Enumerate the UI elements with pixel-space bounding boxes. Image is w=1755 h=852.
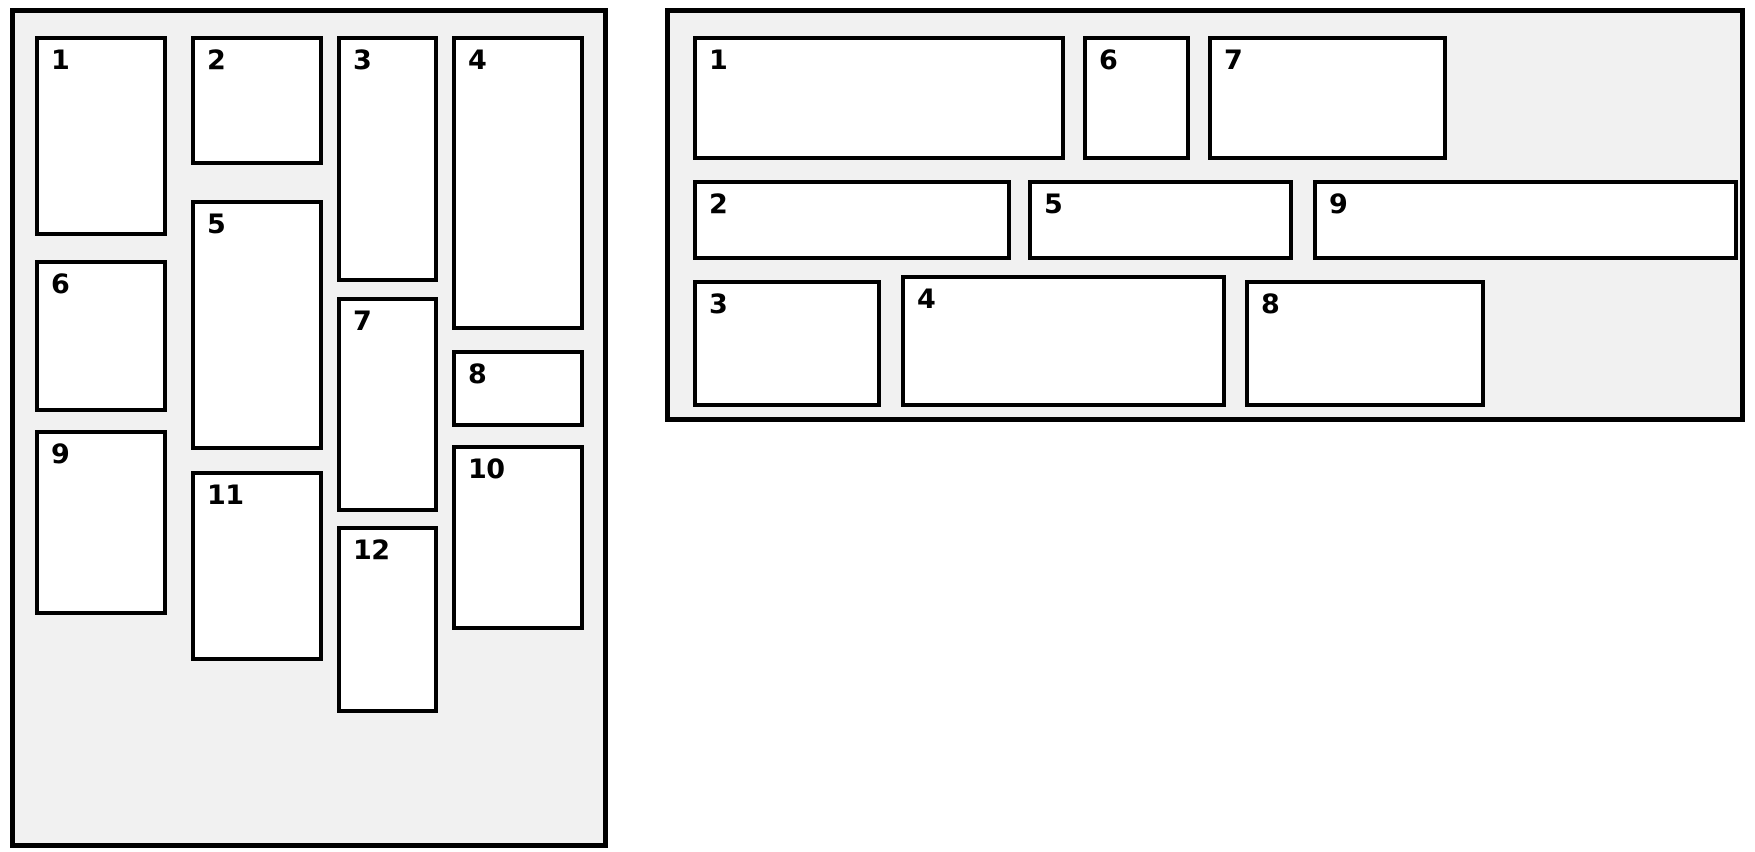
- box-label: 1: [51, 45, 70, 76]
- right-panel: 1 6 7 2 5 9 3 4 8: [665, 8, 1745, 422]
- layout-box-6[interactable]: 6: [35, 260, 167, 412]
- layout-box-7[interactable]: 7: [1208, 36, 1447, 160]
- layout-box-1[interactable]: 1: [693, 36, 1065, 160]
- box-label: 5: [1044, 189, 1063, 220]
- box-label: 4: [468, 45, 487, 76]
- box-label: 12: [353, 535, 390, 566]
- layout-box-7[interactable]: 7: [337, 297, 438, 512]
- layout-box-11[interactable]: 11: [191, 471, 323, 661]
- box-label: 6: [1099, 45, 1118, 76]
- box-label: 3: [709, 289, 728, 320]
- layout-box-6[interactable]: 6: [1083, 36, 1190, 160]
- box-label: 6: [51, 269, 70, 300]
- box-label: 9: [1329, 189, 1348, 220]
- layout-box-8[interactable]: 8: [452, 350, 584, 427]
- layout-box-5[interactable]: 5: [191, 200, 323, 450]
- layout-box-4[interactable]: 4: [901, 275, 1226, 407]
- box-label: 2: [207, 45, 226, 76]
- box-label: 5: [207, 209, 226, 240]
- box-label: 9: [51, 439, 70, 470]
- layout-box-4[interactable]: 4: [452, 36, 584, 330]
- layout-box-5[interactable]: 5: [1028, 180, 1293, 260]
- layout-box-2[interactable]: 2: [191, 36, 323, 165]
- layout-box-10[interactable]: 10: [452, 445, 584, 630]
- layout-box-9[interactable]: 9: [35, 430, 167, 615]
- box-label: 3: [353, 45, 372, 76]
- layout-box-12[interactable]: 12: [337, 526, 438, 713]
- layout-box-3[interactable]: 3: [337, 36, 438, 282]
- layout-box-3[interactable]: 3: [693, 280, 881, 407]
- box-label: 8: [1261, 289, 1280, 320]
- box-label: 4: [917, 284, 936, 315]
- box-label: 7: [353, 306, 372, 337]
- box-label: 11: [207, 480, 244, 511]
- box-label: 2: [709, 189, 728, 220]
- box-label: 10: [468, 454, 505, 485]
- layout-box-9[interactable]: 9: [1313, 180, 1738, 260]
- layout-box-8[interactable]: 8: [1245, 280, 1485, 407]
- layout-box-2[interactable]: 2: [693, 180, 1011, 260]
- box-label: 8: [468, 359, 487, 390]
- box-label: 1: [709, 45, 728, 76]
- box-label: 7: [1224, 45, 1243, 76]
- layout-box-1[interactable]: 1: [35, 36, 167, 236]
